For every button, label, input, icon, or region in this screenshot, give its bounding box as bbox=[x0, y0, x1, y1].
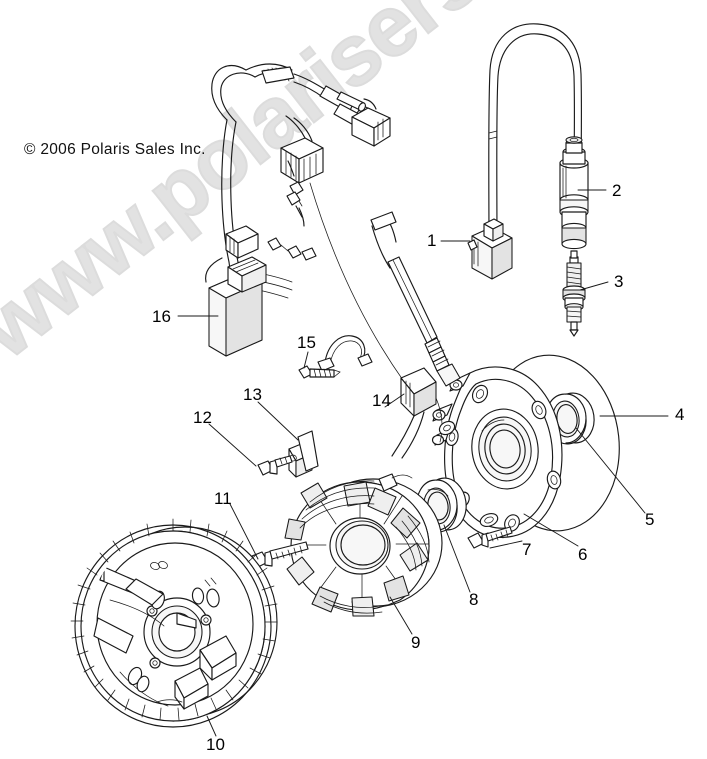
callout-number-12: 12 bbox=[193, 408, 212, 427]
stator-wire-grommet-art bbox=[370, 211, 461, 459]
callout-number-9: 9 bbox=[411, 633, 421, 652]
ignition-coil-art bbox=[467, 23, 583, 280]
wire-clamp-art bbox=[257, 430, 319, 478]
stator-assembly-art bbox=[284, 473, 443, 617]
callout-number-11: 11 bbox=[214, 489, 232, 508]
wiring-harness-art bbox=[205, 63, 406, 384]
callout-number-10: 10 bbox=[206, 735, 225, 754]
copyright-notice: © 2006 Polaris Sales Inc. bbox=[24, 141, 206, 158]
flywheel-art bbox=[70, 518, 278, 728]
callout-number-5: 5 bbox=[645, 510, 655, 529]
callout-number-14: 14 bbox=[372, 391, 391, 410]
callout-number-2: 2 bbox=[612, 181, 622, 200]
callout-number-15: 15 bbox=[297, 333, 316, 352]
callout-leader-lines bbox=[177, 189, 669, 737]
callout-number-1: 1 bbox=[427, 231, 437, 250]
callout-number-16: 16 bbox=[152, 307, 171, 326]
callout-number-13: 13 bbox=[243, 385, 262, 404]
flange-bolt-art bbox=[467, 526, 513, 549]
stator-cover-art bbox=[431, 366, 563, 538]
cdi-module-art bbox=[208, 256, 267, 357]
spark-plug-cap-art bbox=[559, 136, 589, 250]
callout-number-8: 8 bbox=[469, 590, 479, 609]
spark-plug-art bbox=[562, 250, 586, 337]
callout-number-4: 4 bbox=[675, 405, 685, 424]
callout-number-3: 3 bbox=[614, 272, 624, 291]
callout-number-7: 7 bbox=[522, 540, 532, 559]
callout-number-6: 6 bbox=[578, 545, 588, 564]
ground-wire-art bbox=[298, 335, 373, 379]
